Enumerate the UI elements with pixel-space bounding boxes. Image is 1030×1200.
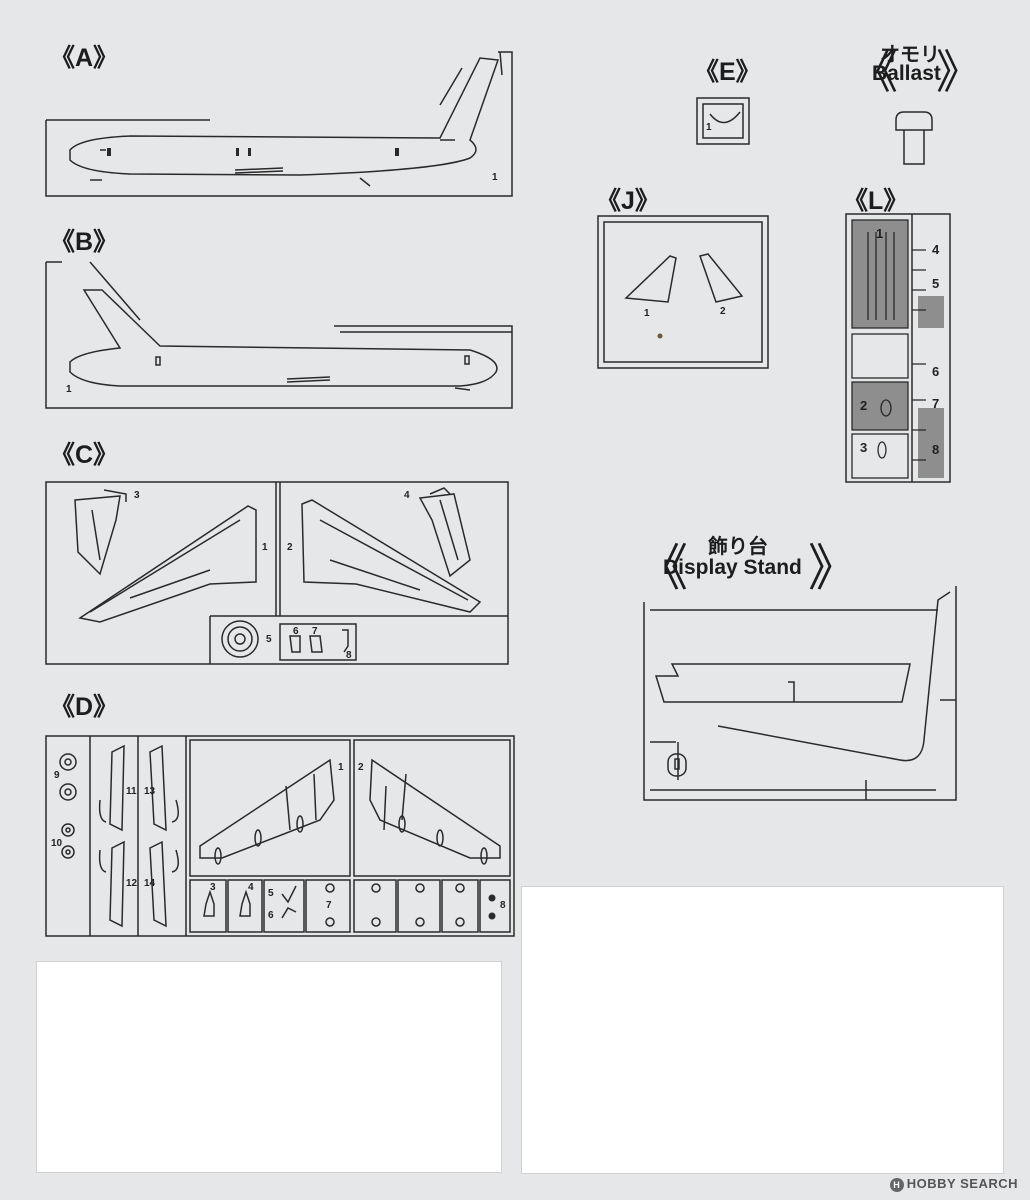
watermark-text: HOBBY SEARCH [906,1176,1018,1192]
part-number-l-3: 3 [860,440,868,455]
part-number-c-4: 4 [404,490,410,501]
section-label-d: 《D》 [50,693,119,721]
fuselage-b [69,289,498,387]
display-stand-sprue [643,586,957,801]
part-number-l-2: 2 [860,398,868,413]
wing-d1 [199,758,335,859]
fuselage-a [69,57,500,176]
part-number-d-4: 4 [248,882,254,893]
part-number-d-8: 8 [500,900,506,911]
part-number-c-7: 7 [312,626,318,637]
section-label-l: 《L》 [843,187,909,215]
stand-bracket-right: 》 [808,540,858,596]
part-number-d-9: 9 [54,770,60,781]
part-number-d-11: 11 [126,786,137,797]
sprue-e [696,97,750,145]
part-number-e-1: 1 [706,122,712,133]
part-number-j-1: 1 [644,308,650,319]
stab-c3 [74,495,121,576]
hobby-search-logo-icon: H [889,1178,904,1192]
part-number-d-5: 5 [268,888,274,899]
part-number-a-1: 1 [492,172,498,183]
ballast-part [895,111,933,165]
part-number-b-1: 1 [66,384,72,395]
sprue-j [597,215,769,369]
ballast-label-en: Ballast [872,62,941,85]
part-number-d-1: 1 [338,762,344,773]
ballast-label-jp: オモリ [880,44,940,66]
part-number-c-1: 1 [262,542,268,553]
ballast-bracket-left: 《 [852,46,898,98]
part-number-j-2: 2 [720,306,726,317]
ballast-bracket-right: 》 [936,46,982,98]
part-number-c-5: 5 [266,634,272,645]
part-number-d-7: 7 [326,900,332,911]
sprue-d [45,735,515,937]
stand-bracket-left: 《 [638,540,688,596]
part-number-l-7: 7 [932,396,940,411]
section-label-a: 《A》 [50,44,119,72]
part-number-c-2: 2 [287,542,293,553]
sprue-b [45,261,513,409]
sprue-c [45,481,509,665]
wing-d2 [369,758,501,859]
part-number-d-3: 3 [210,882,216,893]
section-label-b: 《B》 [50,228,119,256]
stand-label-en: Display Stand [663,556,802,579]
part-number-d-2: 2 [358,762,364,773]
blank-area-left [36,961,502,1173]
part-number-c-6: 6 [293,626,299,637]
stand-label-jp: 飾り台 [708,536,768,558]
part-number-l-8: 8 [932,442,940,457]
section-label-j: 《J》 [596,187,660,215]
section-label-c: 《C》 [50,441,119,469]
section-label-e: 《E》 [694,58,761,86]
part-number-c-8: 8 [346,650,352,661]
blank-area-right [521,886,1004,1174]
sprue-l [845,213,951,483]
stab-c4 [418,493,471,578]
sprue-a [45,51,513,197]
part-number-l-5: 5 [932,276,940,291]
part-number-l-6: 6 [932,364,940,379]
part-number-d-12: 12 [126,878,138,889]
windows-a [107,148,399,156]
part-number-d-14: 14 [144,878,156,889]
wing-c1 [78,505,257,623]
part-number-d-13: 13 [144,786,156,797]
part-c5-wheel [221,620,259,658]
part-number-c-3: 3 [134,490,140,501]
part-number-d-10: 10 [51,838,63,849]
part-number-d-6: 6 [268,910,274,921]
part-number-l-4: 4 [932,242,940,257]
wing-c2 [301,499,482,613]
part-number-l-1: 1 [876,226,884,241]
